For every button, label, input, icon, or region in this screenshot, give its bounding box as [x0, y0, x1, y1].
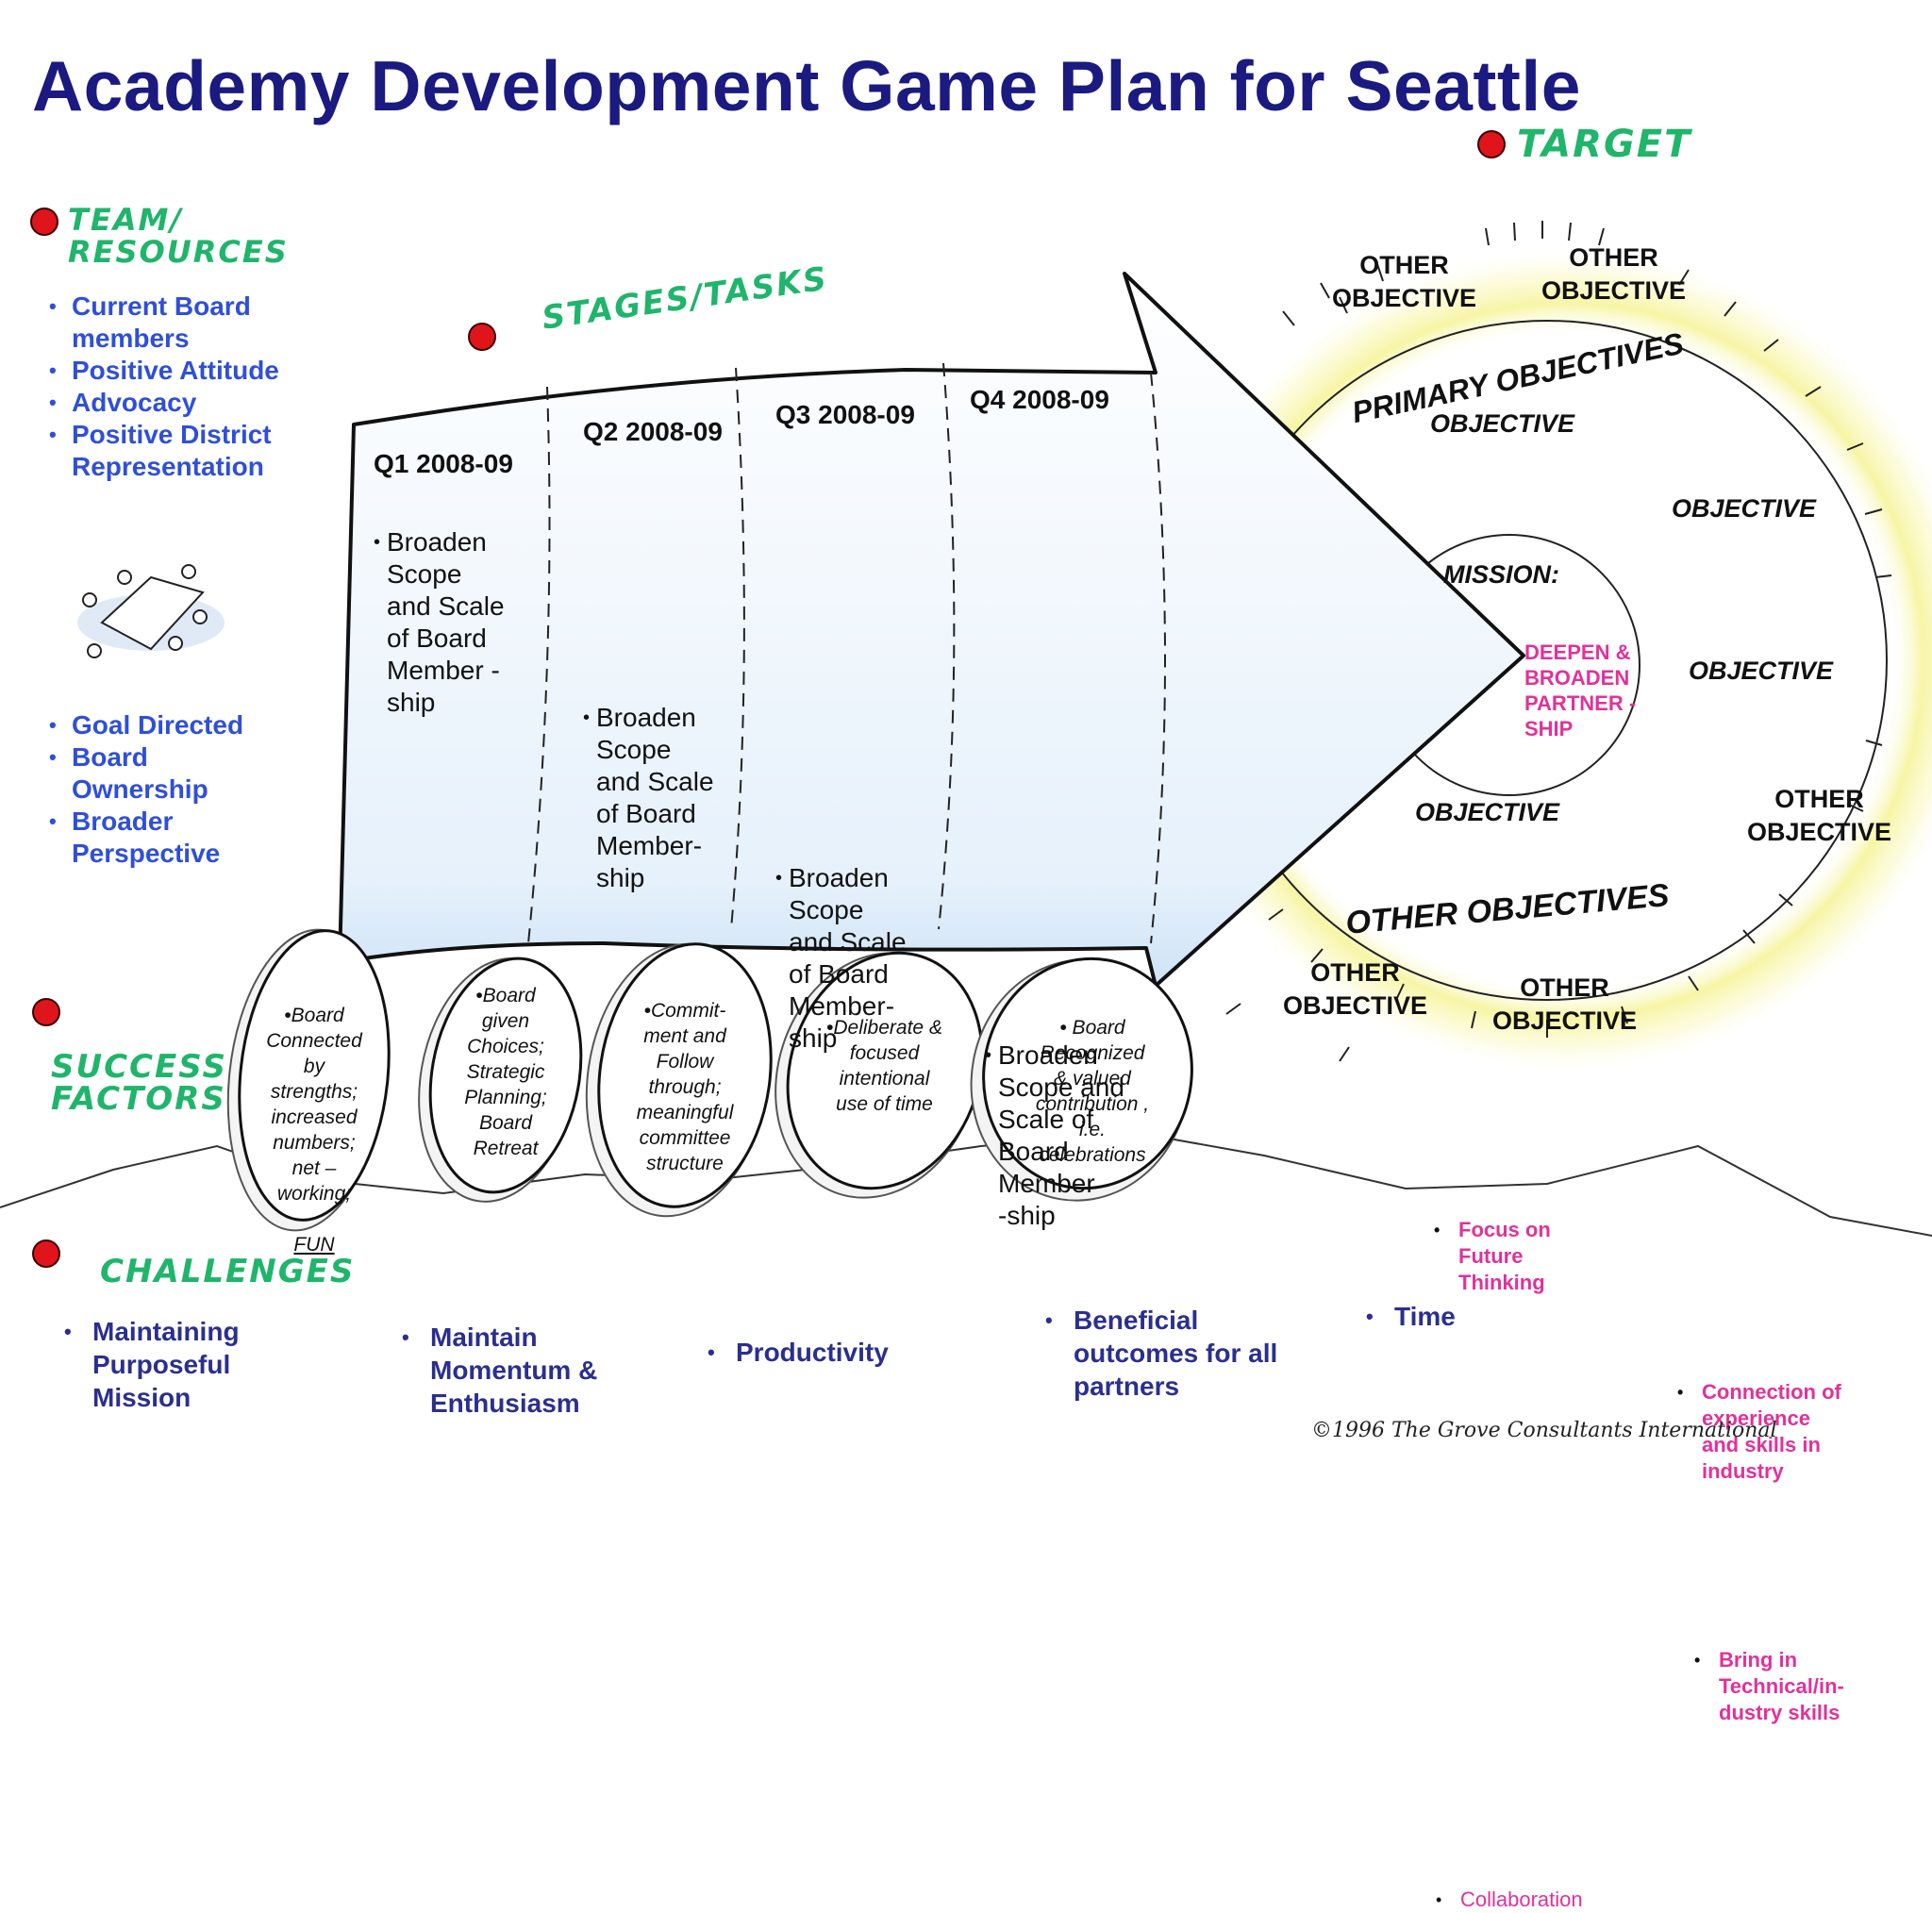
mission-text: DEEPEN & BROADEN PARTNER - SHIP: [1524, 640, 1637, 740]
team-resources-label: TEAM/ RESOURCES: [68, 202, 289, 270]
team-list-2: Goal Directed Board Ownership Broader Pe…: [49, 709, 275, 870]
quarter-task: Broaden Scope and Scale of Board Member-…: [583, 702, 1932, 894]
team-item: Board Ownership: [49, 741, 275, 806]
objective-label: OBJECTIVE: [1415, 798, 1560, 826]
team-item: Advocacy: [49, 387, 313, 419]
objective-label: OBJECTIVE: [1430, 409, 1575, 438]
other-objective: OTHER OBJECTIVE: [1541, 243, 1687, 305]
board-table-icon: [77, 564, 225, 658]
team-list: Current Board members Positive Attitude …: [49, 291, 313, 483]
challenge-item: Time: [1366, 1300, 1456, 1333]
success-factor-emphasis: FUN: [293, 1234, 335, 1256]
success-dot: [32, 998, 60, 1026]
page-title: Academy Development Game Plan for Seattl…: [32, 46, 1581, 125]
success-factor-text: •Commit- ment and Follow through; meanin…: [636, 1000, 734, 1174]
other-objective: OTHER OBJECTIVE: [1492, 973, 1638, 1035]
challenge-item: Maintain Momentum & Enthusiasm: [402, 1321, 597, 1420]
objective-item: Focus on Future Thinking: [1434, 1217, 1932, 1296]
challenges-label: CHALLENGES: [100, 1253, 356, 1290]
success-factor-body: •Board Connected by strengths; increased…: [266, 1005, 362, 1205]
quarter-heading: Q1 2008-09: [374, 449, 513, 478]
team-item: Positive Attitude: [49, 355, 313, 387]
other-objective: OTHER OBJECTIVE: [1747, 785, 1892, 846]
target-label: TARGET: [1517, 123, 1692, 166]
other-objective: OTHER OBJECTIVE: [1332, 251, 1477, 312]
team-item: Positive District Representation: [49, 419, 313, 483]
success-factor-text: •Deliberate & focused intentional use of…: [826, 1017, 942, 1115]
objective-label: OBJECTIVE: [1689, 657, 1834, 685]
quarter-task: Broaden Scope and Scale of Board Member-…: [775, 862, 1932, 1055]
success-factors-label: SUCCESS FACTORS: [51, 1048, 227, 1118]
other-objective: OTHER OBJECTIVE: [1283, 958, 1428, 1020]
objective-item: Collaboration: [1436, 1887, 1932, 1913]
stages-dot: [468, 323, 496, 351]
challenge-item: Beneficial outcomes for all partners: [1045, 1304, 1277, 1403]
target-dot: [1477, 130, 1506, 158]
quarter-heading: Q4 2008-09: [970, 385, 1109, 414]
quarter-heading: Q3 2008-09: [775, 400, 915, 429]
team-item: Broader Perspective: [49, 806, 275, 870]
quarter-task: Broaden Scope and Scale of Board Member …: [374, 526, 1932, 719]
quarter-task: Broaden Scope and Scale of Board Member …: [985, 1040, 1932, 1232]
success-factor-text: •Board Connected by strengths; increased…: [248, 977, 380, 1257]
success-factor-text: •Board given Choices; Strategic Planning…: [464, 985, 547, 1159]
quarter-heading: Q2 2008-09: [583, 417, 723, 446]
mission-label: MISSION:: [1443, 560, 1560, 589]
team-dot: [30, 208, 58, 236]
challenge-item: Productivity: [708, 1336, 889, 1369]
objective-item: Bring in Technical/in- dustry skills: [1694, 1647, 1932, 1726]
challenges-dot: [32, 1239, 60, 1268]
team-item: Goal Directed: [49, 709, 275, 741]
copyright: ©1996 The Grove Consultants Internationa…: [1311, 1419, 1777, 1442]
team-item: Current Board members: [49, 291, 313, 355]
success-factor-text: • Board Recognized & valued contribution…: [1035, 1017, 1150, 1166]
objective-label: OBJECTIVE: [1672, 494, 1817, 523]
challenge-item: Maintaining Purposeful Mission: [64, 1315, 240, 1414]
